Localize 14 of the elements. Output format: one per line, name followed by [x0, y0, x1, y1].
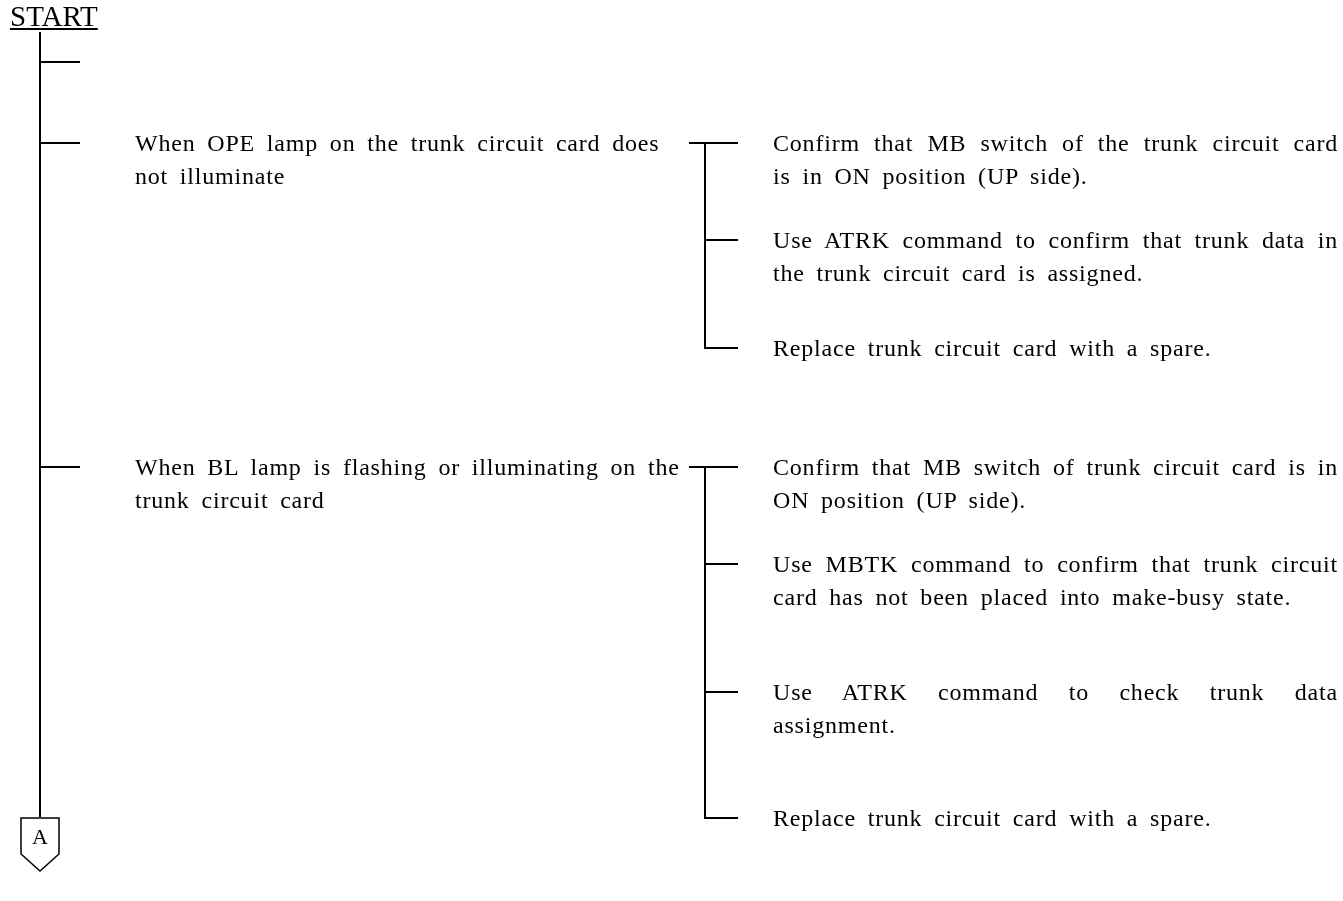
action-text: Replace trunk circuit card with a spare. — [738, 802, 1338, 835]
connector-line — [39, 31, 41, 818]
action-text: Use MBTK command to confirm that trunk circuit card has not been placed into make-busy state. — [738, 548, 1338, 614]
start-label: START — [10, 0, 98, 32]
action-text: Confirm that MB switch of trunk circuit card is in ON position (UP side). — [738, 451, 1338, 517]
connector-line — [688, 142, 739, 349]
connector-label: A — [31, 825, 49, 849]
action-text: Use ATRK command to confirm that trunk data in the trunk circuit card is assigned. — [738, 224, 1338, 290]
action-text: Confirm that MB switch of the trunk circuit card is in ON position (UP side). — [738, 127, 1338, 193]
action-text: Use ATRK command to check trunk data assignment. — [738, 676, 1338, 742]
connector-line — [688, 466, 739, 819]
condition-text: When OPE lamp on the trunk circuit card does not illuminate — [80, 127, 690, 193]
action-text: Replace trunk circuit card with a spare. — [738, 332, 1338, 365]
condition-text: When BL lamp is flashing or illuminating on the trunk circuit card — [80, 451, 690, 517]
